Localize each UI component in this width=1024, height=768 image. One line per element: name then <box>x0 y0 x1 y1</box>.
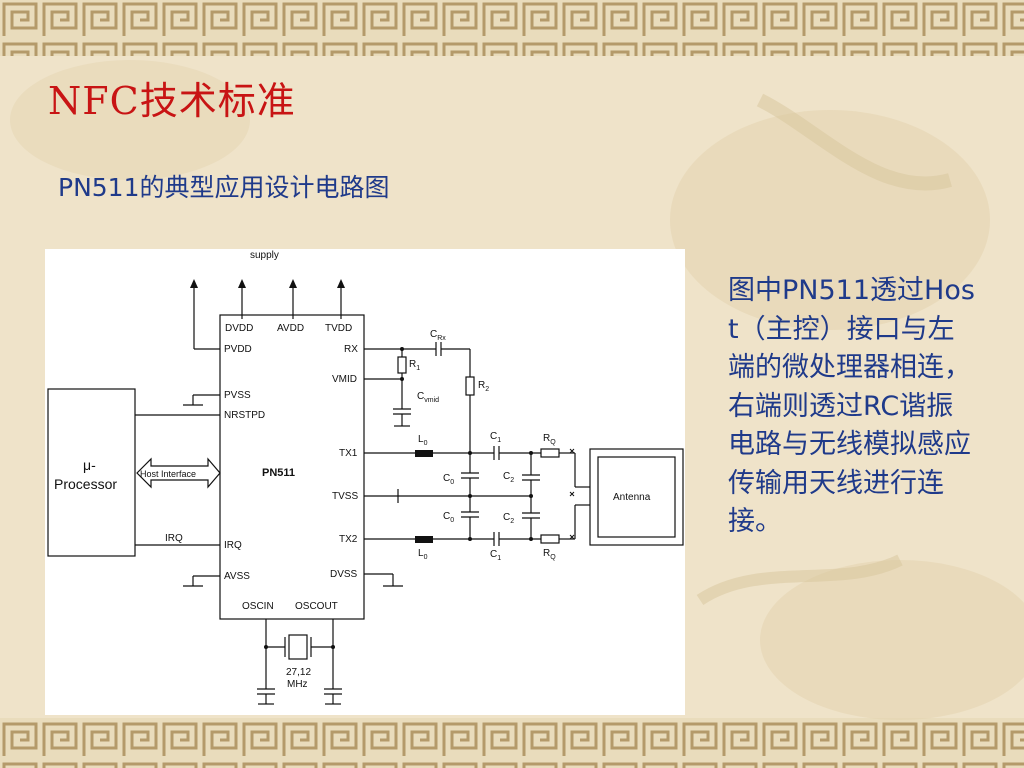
c1-top-label: C1 <box>490 431 501 444</box>
pin-vmid: VMID <box>332 374 357 385</box>
chip-label: PN511 <box>262 467 295 479</box>
pin-tx2: TX2 <box>339 534 358 545</box>
pin-dvdd: DVDD <box>225 323 253 334</box>
r2-label: R2 <box>478 380 489 393</box>
inductor-l0-top <box>415 450 433 457</box>
irq-line-label: IRQ <box>165 533 183 544</box>
slide-description: 图中PN511透过Host（主控）接口与左端的微处理器相连，右端则透过RC谐振电… <box>728 275 975 537</box>
pin-tx1: TX1 <box>339 448 358 459</box>
c0-bottom-label: C0 <box>443 511 454 524</box>
antenna-outer <box>589 448 684 546</box>
bottom-border-pattern <box>0 718 1024 768</box>
l0-bottom-label: L0 <box>418 548 428 561</box>
circuit-svg: supply DVDD AVDD TVDD PVDD PVSS NRSTPD I… <box>47 250 684 705</box>
pn511-chip <box>219 314 365 620</box>
supply-label: supply <box>250 250 279 261</box>
circuit-diagram: supply DVDD AVDD TVDD PVDD PVSS NRSTPD I… <box>45 249 685 715</box>
r1-label: R1 <box>409 359 420 372</box>
pin-avdd: AVDD <box>277 323 304 334</box>
pin-tvdd: TVDD <box>325 323 352 334</box>
pin-pvss: PVSS <box>224 390 251 401</box>
rq-top-label: RQ <box>543 433 556 446</box>
pin-dvss: DVSS <box>330 569 358 580</box>
antenna-inner <box>597 456 676 538</box>
top-border-pattern <box>0 0 1024 56</box>
crystal <box>288 634 308 660</box>
pin-oscin: OSCIN <box>242 601 274 612</box>
host-interface-label: Host Interface <box>140 469 196 479</box>
processor-box <box>47 388 136 557</box>
c1-bottom-label: C1 <box>490 549 501 562</box>
pin-oscout: OSCOUT <box>295 601 338 612</box>
processor-label-2: Processor <box>54 476 117 492</box>
host-interface-arrow <box>136 457 221 489</box>
pin-pvdd: PVDD <box>224 344 252 355</box>
c2-bottom-label: C2 <box>503 512 514 525</box>
processor-label-1: μ- <box>83 457 96 473</box>
crystal-freq-2: MHz <box>287 679 308 690</box>
rq-bottom-label: RQ <box>543 548 556 561</box>
crx-label: CRx <box>430 329 446 342</box>
pin-irq: IRQ <box>224 540 242 551</box>
crystal-freq-1: 27,12 <box>286 667 311 678</box>
antenna-label: Antenna <box>613 492 651 503</box>
l0-top-label: L0 <box>418 434 428 447</box>
pin-nrstpd: NRSTPD <box>224 410 265 421</box>
pin-tvss: TVSS <box>332 491 358 502</box>
pin-avss: AVSS <box>224 571 250 582</box>
slide-title: NFC技术标准 <box>48 79 296 123</box>
cvmid-label: Cvmid <box>417 391 439 404</box>
inductor-l0-bottom <box>415 536 433 543</box>
pin-rx: RX <box>344 344 358 355</box>
slide-subtitle: PN511的典型应用设计电路图 <box>58 173 390 202</box>
c2-top-label: C2 <box>503 471 514 484</box>
c0-top-label: C0 <box>443 473 454 486</box>
